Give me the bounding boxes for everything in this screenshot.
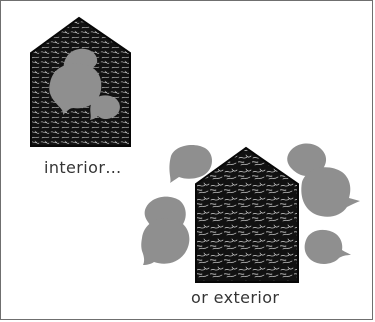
exterior-house: [196, 148, 298, 282]
interior-label: interior…: [44, 160, 122, 176]
exterior-label: or exterior: [191, 290, 279, 306]
